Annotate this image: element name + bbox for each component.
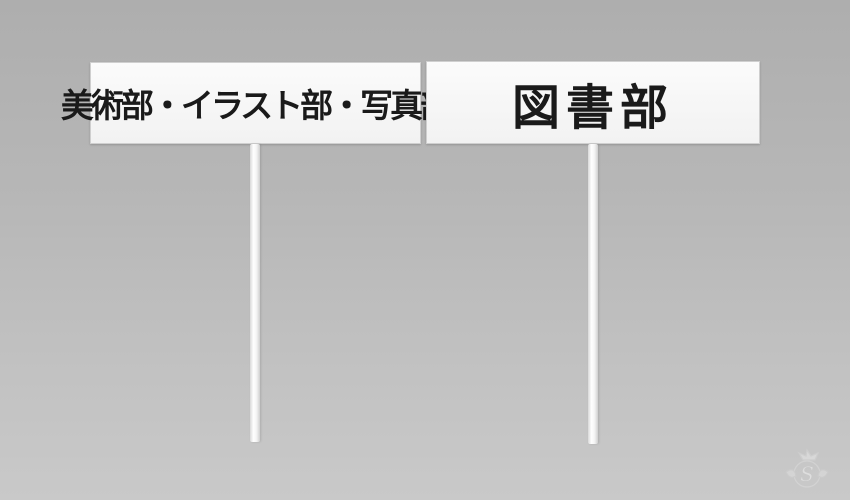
sign-label-right: 図書部: [511, 79, 674, 136]
sign-board-left: 美術部・イラスト部・写真部: [61, 62, 453, 144]
sign-pole-right: [588, 144, 598, 444]
sign-pole-left: [250, 144, 260, 442]
sign-label-left: 美術部・イラスト部・写真部: [60, 86, 453, 125]
s-crest-logo-icon: S: [785, 448, 829, 488]
svg-text:S: S: [800, 462, 814, 486]
sign-board-right: 図書部: [426, 61, 760, 144]
